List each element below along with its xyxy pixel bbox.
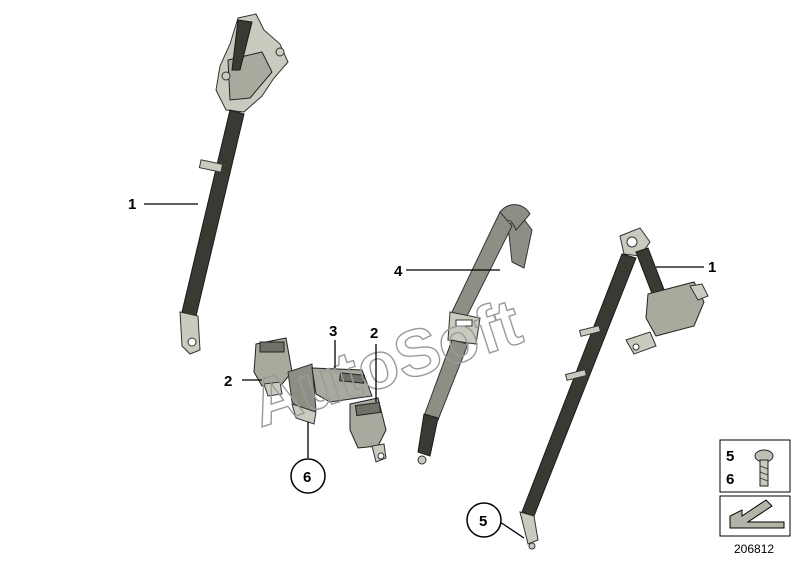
callout-2-left: 2: [224, 373, 232, 390]
callout-5-circle: [466, 502, 502, 538]
callout-5: 5: [479, 513, 487, 530]
buckle-right: [349, 397, 387, 463]
callout-3: 3: [329, 323, 337, 340]
callout-2-right: 2: [370, 325, 378, 342]
reference-number: 206812: [734, 542, 774, 556]
callout-1-right: 1: [708, 259, 716, 276]
fastener-legend: 5 6: [719, 439, 791, 537]
legend-label-5: 5: [726, 448, 734, 465]
seat-belt-right: [519, 227, 709, 550]
callout-6: 6: [303, 469, 311, 486]
callout-4: 4: [394, 263, 403, 280]
callout-1-left: 1: [128, 196, 136, 213]
watermark-text: AutoSoft: [242, 284, 530, 440]
buckle-double: [287, 363, 373, 425]
legend-label-6: 6: [726, 471, 734, 488]
screw-icon: [754, 449, 774, 487]
seat-belt-middle: [417, 204, 533, 465]
callout-6-circle: [290, 458, 326, 494]
seat-belt-left: [179, 13, 289, 355]
direction-arrow-icon: [729, 499, 785, 529]
buckle-left: [253, 337, 293, 397]
